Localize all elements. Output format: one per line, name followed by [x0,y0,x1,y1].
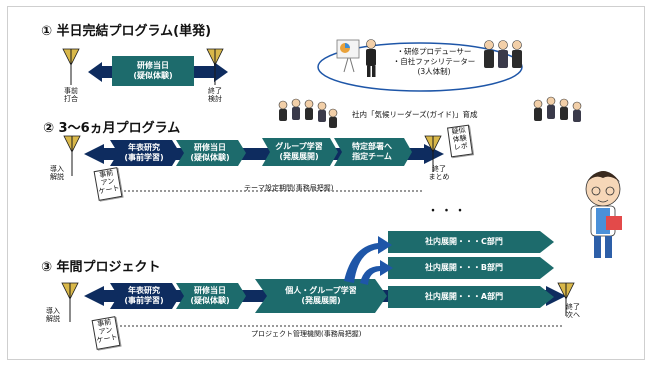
section3-branch-a [388,286,554,308]
section2-box-2-label: 研修当日 (疑似体験) [190,143,230,162]
section2-box-3 [262,138,338,166]
guide-character-illustration [585,171,622,258]
section3-survey-note: 事前 アン ケート [91,316,121,350]
section3-curved-arrow-to-b [360,260,393,285]
section3-curved-arrow-to-c [344,236,392,283]
section3-box-3 [255,279,387,313]
section3-box-1 [110,283,180,309]
section2-box-4-label: 特定部署へ 指定チーム [352,142,392,161]
section3-end-label: 終了 次へ [566,303,580,319]
team-roles-text: ・研修プロデューサー ・自社ファシリテーター (3人体制) [392,47,476,76]
section2-box-4 [334,138,412,166]
section1-title: ① 半日完結プログラム(単発) [41,24,212,39]
section3-timeline [61,231,575,327]
section1-end-label: 終了 検討 [208,87,222,103]
team-ellipse [317,42,523,92]
team-illustration [317,39,523,92]
section3-title: ③ 年間プロジェクト [41,260,161,275]
section2-period-label: テーマ設定期間(事務局把握) [244,184,334,192]
section2-banner: 社内「気候リーダーズ(ガイド)」育成 [352,110,478,119]
section2-box-1 [110,140,180,166]
section1-main-box [112,56,194,86]
section3-branch-b-label: 社内展開・・・B部門 [424,263,504,272]
section1-start-label: 事前 打合 [64,87,78,103]
section2-timeline [63,135,444,192]
section2-survey-note: 事前 アン ケート [93,167,123,201]
section1-timeline [62,48,228,86]
diagram-frame [7,6,645,360]
section2-box-3-label: グループ学習 (発展展開) [275,142,323,161]
section3-branch-c-label: 社内展開・・・C部門 [425,237,503,246]
section2-box-2 [176,140,246,166]
section3-branch-c [388,231,554,253]
section3-branch-a-label: 社内展開・・・A部門 [424,292,504,301]
section2-box-1-label: 年表研究 (事前学習) [124,143,164,162]
section3-start-label: 導入 解説 [46,307,60,323]
section3-box-3-label: 個人・グループ学習 (発展展開) [285,286,357,305]
section3-ellipsis: ・ ・ ・ [428,206,465,217]
section3-box-1-label: 年表研究 (事前学習) [124,286,164,305]
section2-report-note: 疑似 体験 レポ [447,124,473,158]
section2-people-left [278,98,338,128]
section2-people-right [533,96,582,122]
section3-box-2-label: 研修当日 (疑似体験) [190,286,230,305]
section3-box-2 [176,283,246,309]
section2-title: ② 3～6ヵ月プログラム [43,121,181,136]
section2-end-label: 終了 まとめ [428,165,450,181]
section1-main-box-label: 研修当日 (疑似体験) [133,61,173,80]
section3-branch-b [388,257,554,279]
section3-period-label: プロジェクト管理機関(事務局把握) [251,330,362,338]
section2-start-label: 導入 解説 [50,165,64,181]
